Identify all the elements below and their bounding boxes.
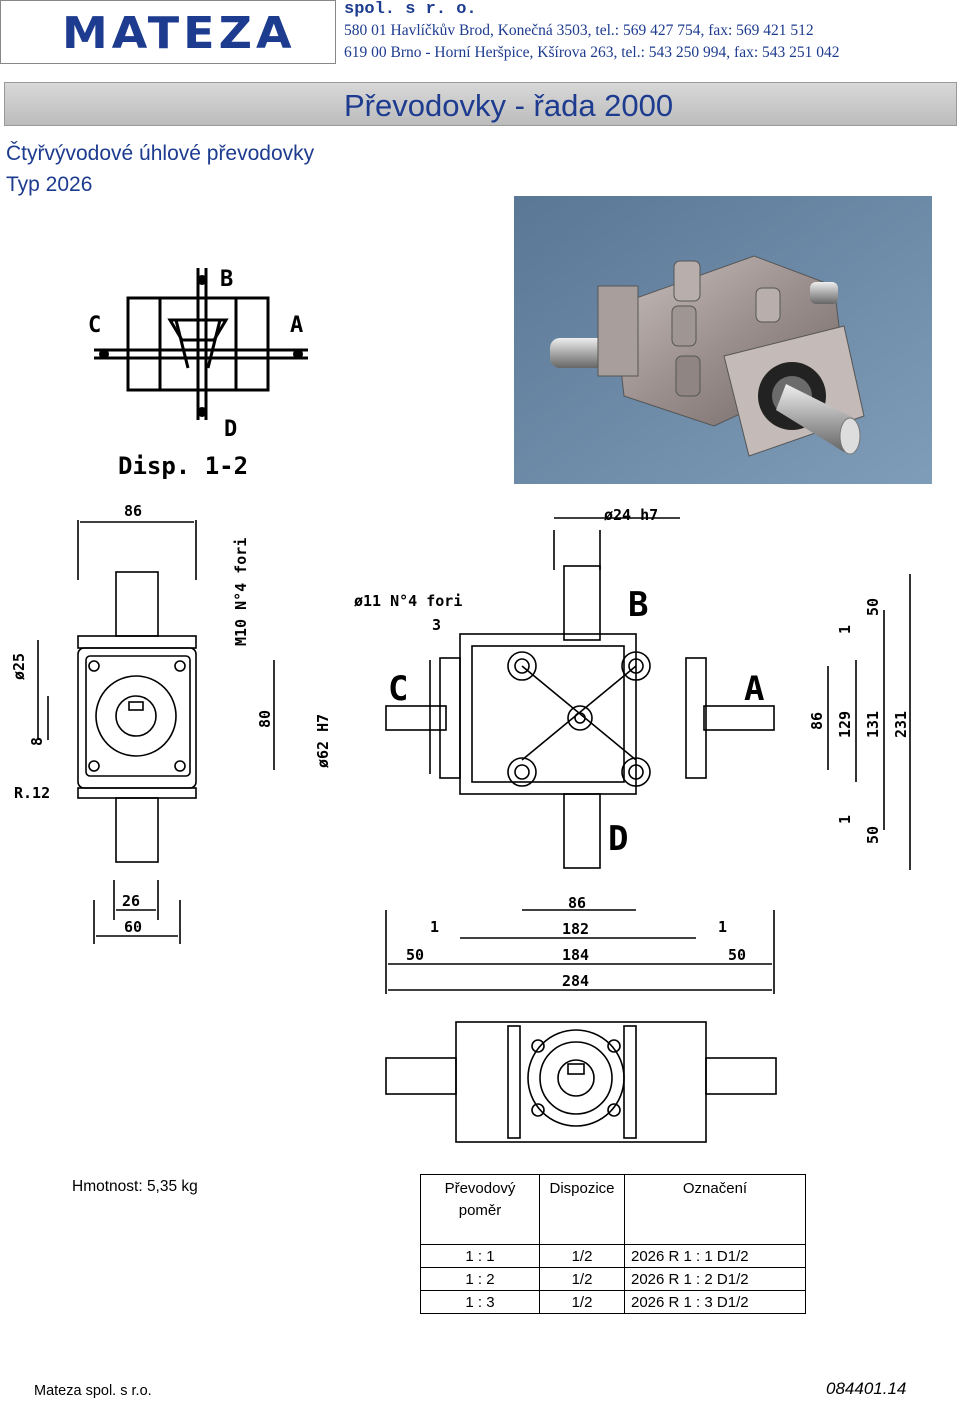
cell-disposition: 1/2 [539,1267,625,1291]
disp-label: Disp. 1-2 [118,452,248,480]
cell-ratio: 1 : 3 [420,1290,540,1314]
cell-ratio: 1 : 1 [420,1244,540,1268]
dim-m10-holes: M10 N°4 fori [232,538,250,646]
header-disposition: Dispozice [539,1174,625,1245]
dim-86-horizontal: 86 [568,894,586,912]
label-c: C [88,313,101,338]
company-suffix: spol. s r. o. [344,0,477,19]
dim-top-50: 50 [864,598,882,616]
cell-ratio: 1 : 2 [420,1267,540,1291]
port-b-mark-icon [197,275,207,285]
dim-right-1: 1 [718,918,727,936]
dim-284: 284 [562,972,589,990]
page-title: Převodovky - řada 2000 [344,88,674,123]
port-d-mark-icon [197,407,207,417]
front-view-drawing: ø24 h7 ø11 N°4 fori 3 ø62 H7 1 50 86 129… [314,506,911,994]
dim-3: 3 [432,616,441,634]
cell-designation: 2026 R 1 : 3 D1/2 [624,1290,806,1314]
table-row: 1 : 3 1/2 2026 R 1 : 3 D1/2 [420,1290,806,1314]
dim-r12: R.12 [14,784,50,802]
variants-table: Převodový poměr Dispozice Označení 1 : 1… [420,1174,806,1314]
product-category: Čtyřvývodové úhlové převodovky [6,142,315,165]
cell-designation: 2026 R 1 : 1 D1/2 [624,1244,806,1268]
address-havlickuv-brod: 580 01 Havlíčkův Brod, Konečná 3503, tel… [344,22,814,39]
company-logo: MATEZA [62,7,296,59]
dim-height-80: 80 [256,710,274,728]
table-header-row: Převodový poměr Dispozice Označení [420,1174,806,1245]
dim-key-8: 8 [28,737,46,746]
dim-left-1: 1 [430,918,439,936]
dim-shaft-d24: ø24 h7 [604,506,658,524]
dim-86-vertical: 86 [808,712,826,730]
address-brno: 619 00 Brno - Horní Heršpice, Kšírova 26… [344,44,840,61]
dim-left-50: 50 [406,946,424,964]
port-a-mark-icon [293,349,303,359]
dim-top-1: 1 [836,625,854,634]
footer-doc-number: 084401.14 [826,1379,907,1398]
dim-bottom-50: 50 [864,826,882,844]
dim-129: 129 [836,711,854,738]
footer-company: Mateza spol. s r.o. [34,1383,152,1399]
label-b-front: B [628,585,648,625]
port-c-mark-icon [99,349,109,359]
dim-131: 131 [864,711,882,738]
table-row: 1 : 1 1/2 2026 R 1 : 1 D1/2 [420,1244,806,1268]
dim-60: 60 [124,918,142,936]
product-type: Typ 2026 [6,173,93,196]
header-ratio: Převodový poměr [420,1174,540,1245]
side-view-drawing: 86 M10 N°4 fori ø25 8 80 R.12 26 60 [10,502,275,944]
dim-184: 184 [562,946,589,964]
dim-d11-holes: ø11 N°4 fori [354,592,462,610]
label-d-front: D [608,819,628,859]
label-d: D [224,417,237,442]
cell-designation: 2026 R 1 : 2 D1/2 [624,1267,806,1291]
disposition-schematic: B C A D Disp. 1-2 [88,267,308,480]
dim-d62: ø62 H7 [314,714,332,768]
label-a: A [290,313,303,338]
label-a-front: A [744,669,764,709]
cell-disposition: 1/2 [539,1244,625,1268]
title-bar [4,82,957,126]
dim-right-50: 50 [728,946,746,964]
label-b: B [220,267,233,292]
weight-label: Hmotnost: 5,35 kg [72,1178,198,1195]
logo-box [0,0,336,64]
top-view-drawing [385,1021,777,1143]
label-c-front: C [388,669,408,709]
dim-width-86: 86 [124,502,142,520]
dim-182: 182 [562,920,589,938]
dim-bottom-1: 1 [836,815,854,824]
header-designation: Označení [624,1174,806,1245]
cell-disposition: 1/2 [539,1290,625,1314]
table-row: 1 : 2 1/2 2026 R 1 : 2 D1/2 [420,1267,806,1291]
dim-d25: ø25 [10,653,28,680]
dim-26: 26 [122,892,140,910]
product-photo [514,196,932,484]
dim-231: 231 [892,711,910,738]
